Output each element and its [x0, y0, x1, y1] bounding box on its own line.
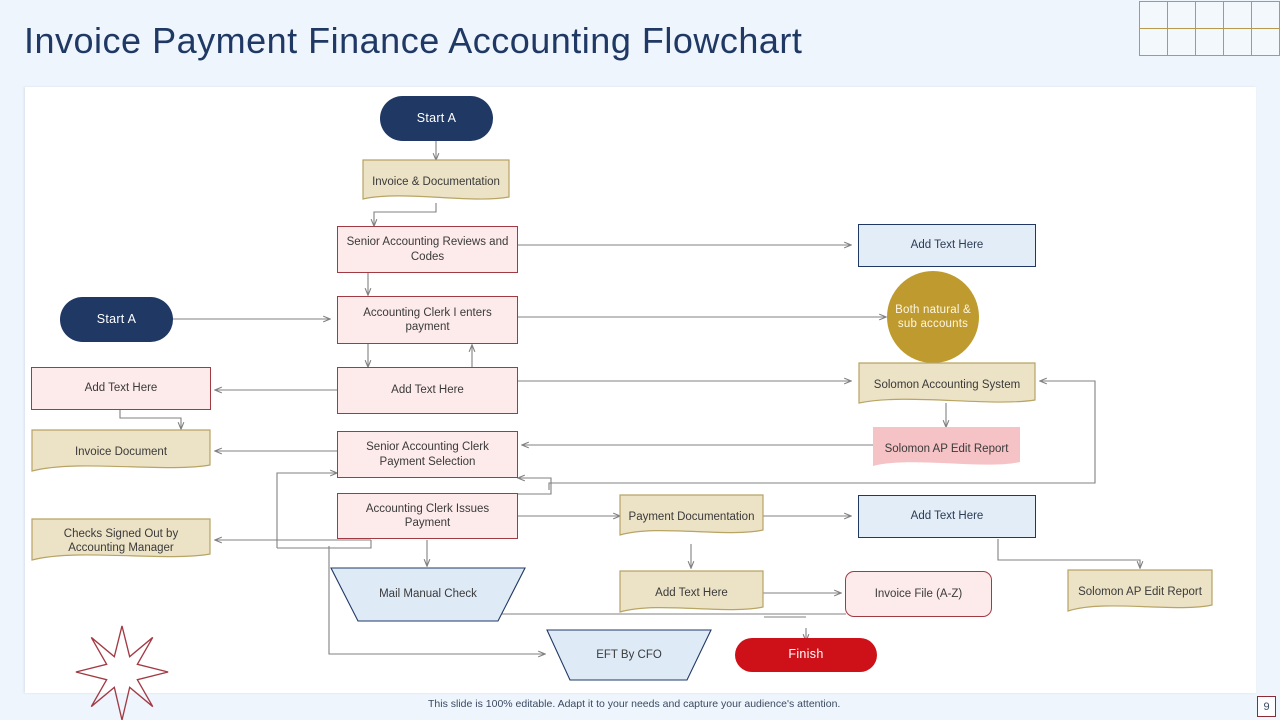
node-accounting-clerk-enters-payment[interactable]: Accounting Clerk I enters payment [337, 296, 518, 344]
grid-cell [1139, 1, 1168, 29]
node-label: Payment Documentation [628, 510, 755, 523]
node-invoice-documentation[interactable]: Invoice & Documentation [362, 159, 510, 205]
footer-note: This slide is 100% editable. Adapt it to… [428, 698, 841, 710]
grid-cell [1167, 28, 1196, 56]
node-label: Accounting Clerk I enters payment [363, 306, 492, 333]
node-mail-manual-check[interactable]: Mail Manual Check [330, 567, 526, 622]
node-label: EFT By CFO [596, 648, 662, 661]
node-label: Solomon Accounting System [873, 378, 1021, 391]
node-label: Finish [788, 647, 824, 662]
node-invoice-file[interactable]: Invoice File (A-Z) [845, 571, 992, 617]
node-both-natural-sub-accounts[interactable]: Both natural & sub accounts [887, 271, 979, 363]
node-label: Mail Manual Check [379, 588, 477, 601]
eight-point-star-icon [75, 625, 169, 720]
node-senior-accounting-reviews[interactable]: Senior Accounting Reviews and Codes [337, 226, 518, 273]
document-shape-icon [31, 429, 211, 472]
node-label: Accounting Clerk Issues Payment [365, 502, 490, 529]
grid-cell [1223, 28, 1252, 56]
node-label: Add Text Here [910, 510, 984, 523]
node-label: Solomon AP Edit Report [884, 442, 1009, 455]
page-number-badge: 9 [1257, 696, 1276, 717]
node-label: Solomon AP Edit Report [1078, 585, 1202, 598]
node-add-text-center-mid[interactable]: Add Text Here [337, 367, 518, 414]
grid-cell [1195, 28, 1224, 56]
node-solomon-accounting-system[interactable]: Solomon Accounting System [858, 362, 1036, 408]
node-solomon-ap-edit-report-mid[interactable]: Solomon AP Edit Report [873, 427, 1020, 471]
document-shape-icon [619, 494, 764, 536]
grid-cell [1139, 28, 1168, 56]
node-label: Start A [96, 311, 137, 326]
node-label: Invoice Document [74, 445, 168, 458]
node-senior-clerk-payment-selection[interactable]: Senior Accounting Clerk Payment Selectio… [337, 431, 518, 478]
grid-decoration [1139, 1, 1280, 56]
document-shape-icon [619, 570, 764, 613]
node-add-text-right-mid[interactable]: Add Text Here [858, 495, 1036, 538]
grid-cell [1251, 28, 1280, 56]
node-label: Senior Accounting Clerk Payment Selectio… [366, 441, 489, 468]
node-label: Add Text Here [84, 382, 158, 395]
node-label: Add Text Here [655, 587, 728, 600]
document-shape-icon [858, 362, 1036, 404]
document-shape-icon [1067, 569, 1213, 612]
node-add-text-top-right[interactable]: Add Text Here [858, 224, 1036, 267]
node-checks-signed-out[interactable]: Checks Signed Out by Accounting Manager [31, 518, 211, 564]
node-label: Checks Signed Out by Accounting Manager [63, 527, 179, 554]
document-shape-icon [362, 159, 510, 200]
grid-cell [1167, 1, 1196, 29]
node-invoice-document[interactable]: Invoice Document [31, 429, 211, 475]
grid-row [1139, 28, 1280, 56]
node-label: Invoice File (A-Z) [874, 587, 963, 600]
node-label: Start A [416, 110, 457, 125]
node-accounting-clerk-issues-payment[interactable]: Accounting Clerk Issues Payment [337, 493, 518, 539]
node-label: Add Text Here [910, 239, 984, 252]
node-label: Senior Accounting Reviews and Codes [346, 236, 509, 263]
node-payment-documentation[interactable]: Payment Documentation [619, 494, 764, 540]
node-finish[interactable]: Finish [735, 638, 877, 672]
trapezoid-shape-icon [330, 567, 526, 622]
node-start-a-left[interactable]: Start A [60, 297, 173, 342]
grid-row [1139, 1, 1280, 29]
node-label: Both natural & sub accounts [895, 303, 971, 330]
document-shape-icon [31, 518, 211, 561]
document-shape-icon [873, 427, 1020, 466]
node-add-text-left-mid[interactable]: Add Text Here [31, 367, 211, 410]
grid-cell [1251, 1, 1280, 29]
node-solomon-ap-edit-report-bottom[interactable]: Solomon AP Edit Report [1067, 569, 1213, 615]
grid-cell [1195, 1, 1224, 29]
node-add-text-bottom-center[interactable]: Add Text Here [619, 570, 764, 617]
node-eft-by-cfo[interactable]: EFT By CFO [546, 629, 712, 681]
grid-cell [1223, 1, 1252, 29]
trapezoid-shape-icon [546, 629, 712, 681]
node-label: Invoice & Documentation [372, 175, 500, 188]
page-title: Invoice Payment Finance Accounting Flowc… [24, 20, 803, 61]
node-start-a-top[interactable]: Start A [380, 96, 493, 141]
node-label: Add Text Here [391, 384, 464, 397]
